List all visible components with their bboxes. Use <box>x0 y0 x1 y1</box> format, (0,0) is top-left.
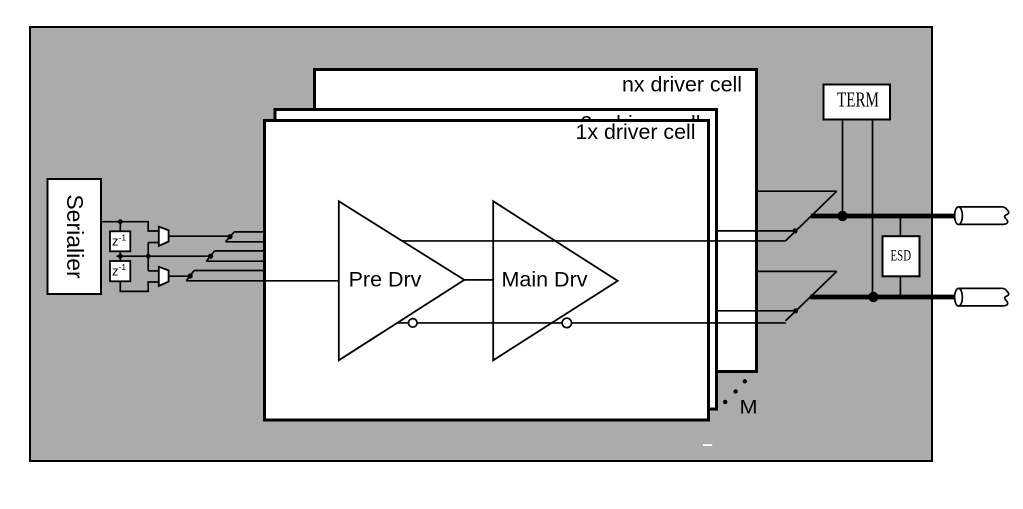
svg-text:1x driver cell: 1x driver cell <box>575 120 695 144</box>
svg-text:TERM: TERM <box>837 88 879 111</box>
svg-text:z: z <box>112 234 119 249</box>
svg-text:Pre Drv: Pre Drv <box>349 267 422 291</box>
svg-text:z: z <box>112 263 119 278</box>
svg-text:Serialier: Serialier <box>62 194 88 279</box>
svg-text:-1: -1 <box>119 232 127 242</box>
svg-text:Main Drv: Main Drv <box>501 267 587 291</box>
svg-text:-1: -1 <box>119 262 127 272</box>
svg-text:ESD: ESD <box>891 246 912 263</box>
svg-text:M: M <box>740 398 758 419</box>
svg-text:nx driver cell: nx driver cell <box>622 73 742 97</box>
